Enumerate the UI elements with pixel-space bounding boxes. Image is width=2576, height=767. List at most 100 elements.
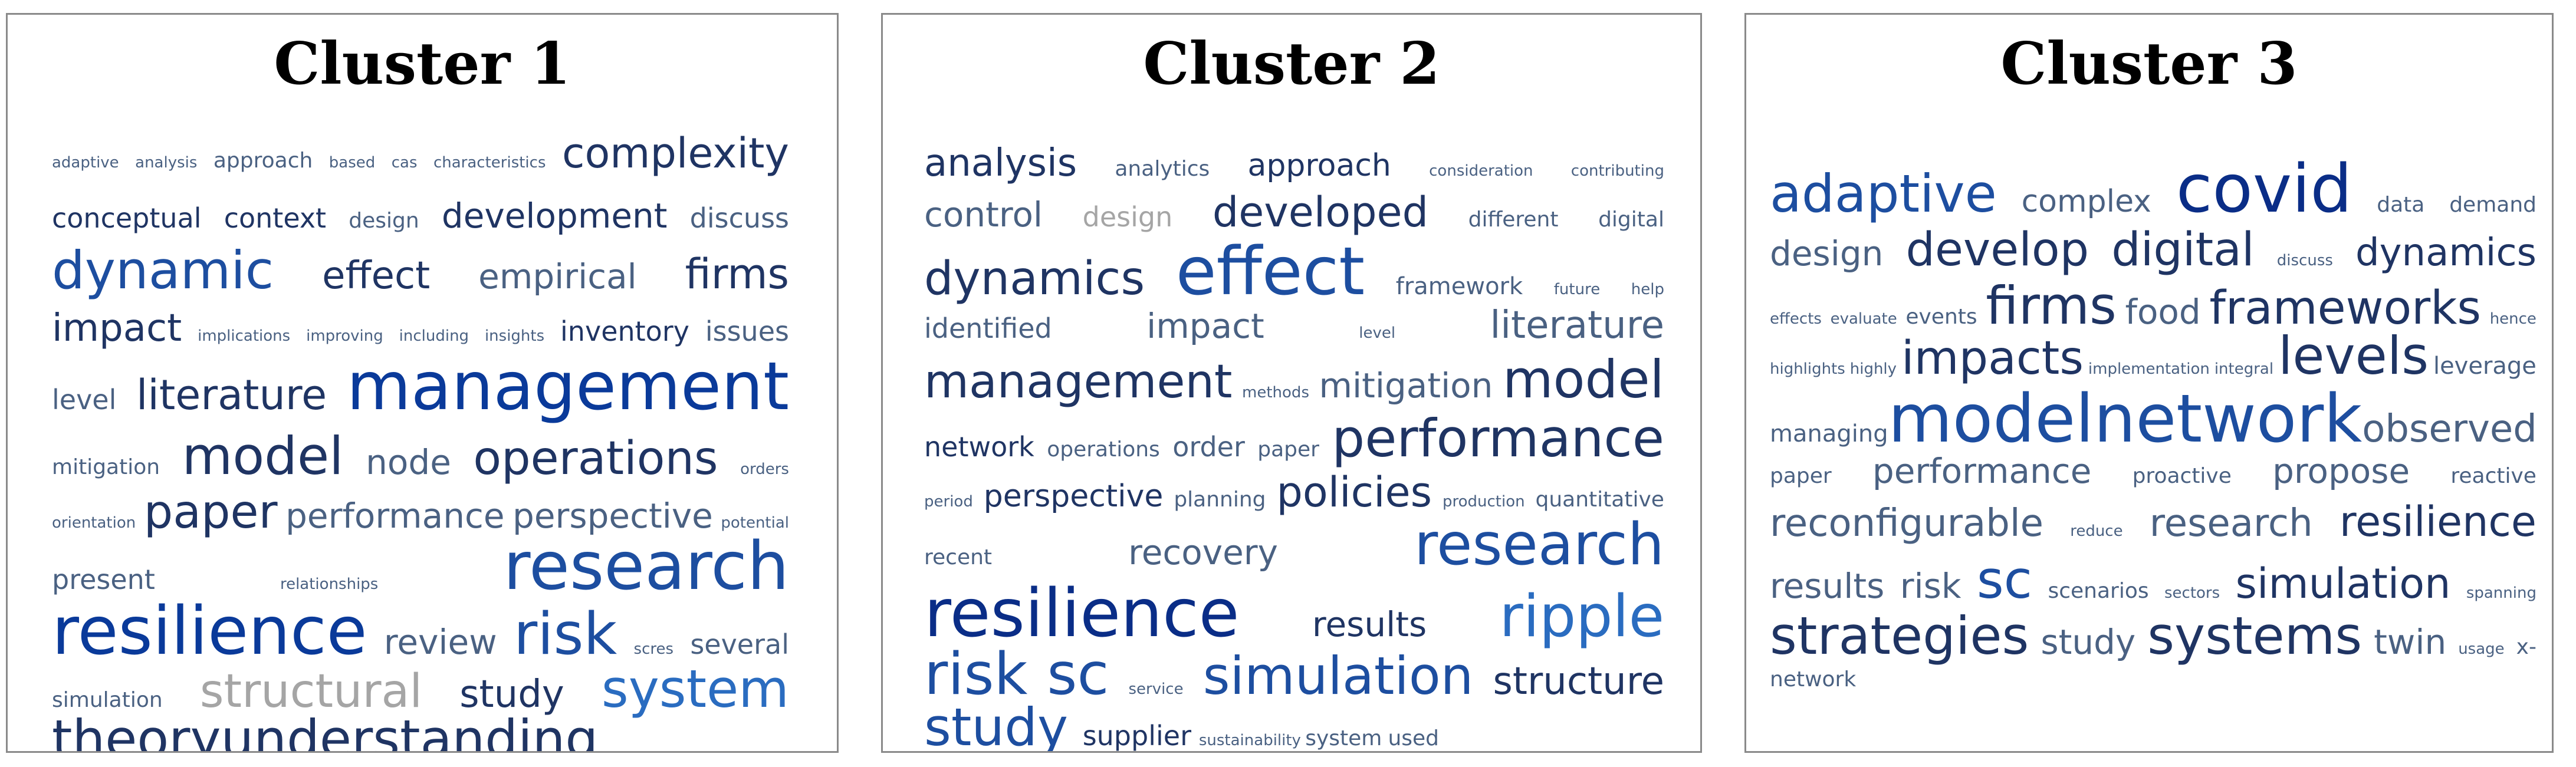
word: paper — [143, 486, 278, 539]
word: integral — [2214, 360, 2274, 378]
word: supplier — [1082, 720, 1191, 752]
word: help — [1631, 281, 1664, 298]
word: period — [924, 493, 973, 511]
word: developed — [1212, 188, 1429, 236]
word: risk — [513, 601, 617, 668]
word: reconfigurable — [1770, 502, 2043, 545]
word-row: managing model network observed — [1770, 386, 2537, 452]
word-row: resilience review risk scres several — [52, 598, 789, 668]
word: digital — [2111, 223, 2255, 276]
word: x- — [2516, 635, 2536, 659]
cluster-3-title: Cluster 3 — [2000, 30, 2298, 98]
word: conceptual — [52, 202, 202, 234]
word: model — [1502, 349, 1664, 410]
word: paper — [1257, 437, 1319, 462]
word: reduce — [2070, 522, 2123, 540]
word: different — [1468, 208, 1559, 232]
word-row: conceptual context design development di… — [52, 199, 789, 240]
word: service — [1128, 680, 1184, 698]
word: analysis — [135, 154, 198, 172]
word-row: dynamics effect framework future help — [924, 233, 1664, 310]
word: firms — [685, 250, 789, 298]
word: system — [601, 659, 789, 719]
word: hence — [2489, 310, 2536, 328]
word: inventory — [560, 315, 689, 347]
word-row: highlights highly impacts implementation… — [1770, 330, 2536, 386]
word: theory — [52, 709, 221, 753]
word: complex — [2021, 184, 2151, 219]
word: adaptive — [52, 154, 119, 172]
word: analysis — [924, 141, 1077, 185]
word: level — [1359, 324, 1396, 342]
word-row: orientation paper performance perspectiv… — [52, 489, 789, 539]
word: control — [924, 195, 1043, 235]
word: empirical — [478, 256, 637, 297]
word: covid — [2176, 151, 2352, 228]
word: present — [52, 564, 155, 595]
word: dynamics — [2355, 231, 2536, 275]
word-row: network — [1770, 669, 2536, 710]
cluster-1-panel: Cluster 1 adaptive analysis approach bas… — [6, 13, 839, 753]
word: effect — [1175, 233, 1365, 310]
word: propose — [2272, 451, 2410, 491]
word: data — [2377, 193, 2425, 217]
word: insights — [484, 327, 545, 345]
word: characteristics — [433, 154, 546, 172]
word: observed — [2362, 407, 2537, 451]
word: discuss — [689, 202, 789, 234]
word: methods — [1242, 384, 1309, 401]
word: design — [1082, 201, 1173, 233]
word: sc — [1047, 641, 1109, 708]
word-row: control design developed different digit… — [924, 192, 1664, 239]
word: dynamics — [924, 252, 1145, 305]
word: scres — [633, 640, 674, 658]
word-row: results risk sc scenarios sectors simula… — [1770, 554, 2536, 610]
word: ripple — [1499, 583, 1664, 650]
word-row: simulation structural study system — [52, 663, 789, 719]
word: study — [2041, 622, 2136, 662]
word: managing — [1770, 420, 1888, 447]
word: development — [441, 196, 668, 236]
word: context — [224, 202, 327, 234]
word: design — [1770, 233, 1884, 274]
word: planning — [1174, 488, 1266, 512]
cluster-1-word-cloud: adaptive analysis approach based cas cha… — [52, 129, 789, 751]
word: study — [459, 673, 564, 716]
word-row: level literature management — [52, 354, 789, 424]
word: performance — [1872, 451, 2092, 491]
word: mitigation — [52, 455, 160, 479]
word: analytics — [1115, 157, 1210, 181]
word-row: resilience results ripple — [924, 575, 1664, 652]
word: orientation — [52, 514, 136, 532]
word-row: strategies study systems twin usage x- — [1770, 610, 2536, 669]
cluster-2-title: Cluster 2 — [1143, 30, 1440, 98]
word: resilience — [924, 575, 1240, 652]
word: potential — [721, 514, 789, 532]
word: network — [1770, 667, 1857, 692]
word-row: identified impact level literature — [924, 307, 1664, 354]
word: reactive — [2450, 464, 2536, 488]
word: demand — [2449, 193, 2536, 217]
word: performance — [1332, 408, 1664, 469]
word: systems — [2147, 605, 2363, 666]
word: evaluate — [1830, 310, 1897, 328]
word: research — [2149, 502, 2313, 545]
word: simulation — [1202, 646, 1474, 706]
word: orders — [740, 460, 789, 478]
word-row: reconfigurable reduce research resilienc… — [1770, 501, 2536, 554]
word: order — [1172, 431, 1245, 463]
word: management — [924, 355, 1233, 409]
word: complexity — [561, 129, 789, 177]
word: perspective — [983, 479, 1164, 514]
word: structural — [199, 665, 423, 718]
word: frameworks — [2209, 282, 2482, 335]
word-row: dynamic effect empirical firms — [52, 245, 789, 310]
word: impact — [52, 307, 182, 350]
word: usage — [2458, 640, 2505, 658]
word: scenarios — [2048, 579, 2149, 603]
word-row: theory understanding — [52, 709, 789, 753]
word: sc — [1976, 549, 2033, 610]
word-row: paper performance proactive propose reac… — [1770, 454, 2536, 501]
word: simulation — [52, 688, 163, 712]
word: model — [182, 426, 344, 486]
